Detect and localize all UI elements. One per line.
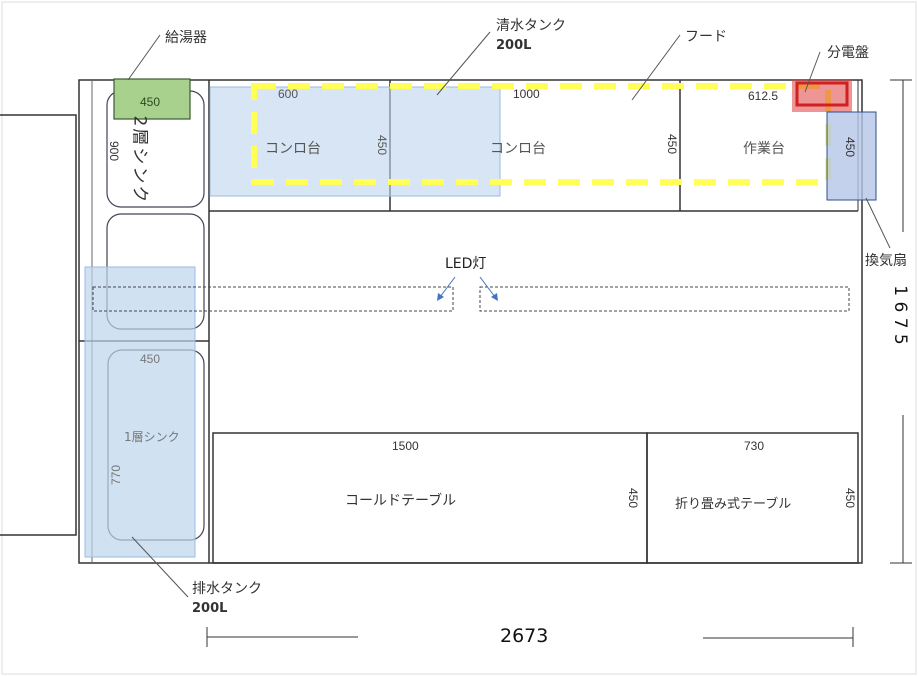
drain-tank [84,266,196,558]
water-heater-label: 給湯器 [165,30,207,46]
leader-clean-tank [436,31,491,96]
stove2-depth: 450 [665,133,680,155]
drain-tank-capacity: 200L [192,601,228,616]
total-depth-dimension: 1 6 7 5 [890,285,910,345]
sink2-name: 2層シンク [129,115,150,205]
water-heater-width: 450 [140,95,161,109]
clean-tank-capacity: 200L [496,38,532,53]
led-arrow-right [479,276,496,298]
sink1-name: 1層シンク [124,430,180,444]
hood-label: フード [685,29,727,45]
led-light-right [479,286,850,312]
worktable-name: 作業台 [743,141,785,157]
drain-tank-label: 排水タンク [192,581,262,597]
led-arrowhead-right [491,293,498,301]
stove2-width: 1000 [513,87,540,101]
folding-table-depth: 450 [843,487,858,509]
distribution-panel-inner [795,81,849,107]
sink2-length: 900 [107,140,122,162]
ventilation-fan [826,111,877,201]
led-arrow-left [439,276,456,298]
leader-drain-tank [131,536,189,598]
cold-table-depth: 450 [626,487,641,509]
stove1-depth: 450 [375,134,390,156]
led-light-left [92,286,454,312]
sink1-width: 450 [140,352,161,366]
folding-table-width: 730 [744,439,765,453]
leader-water-heater [127,34,161,81]
worktable-width: 612.5 [748,89,779,103]
sink1-length: 770 [109,464,124,486]
folding-table-name: 折り畳み式テーブル [675,497,792,512]
fan-label: 換気扇 [865,253,907,269]
leader-hood [631,34,681,101]
stove1-name: コンロ台 [265,141,321,157]
stove1-width: 600 [278,87,299,101]
cold-table-width: 1500 [392,439,419,453]
panel-label: 分電盤 [827,45,869,61]
leader-fan [865,197,891,249]
folding-table-outline [646,432,859,564]
led-arrowhead-left [437,293,444,301]
cold-table-name: コールドテーブル [345,493,457,509]
leader-panel [804,51,821,93]
led-label: LED灯 [445,256,487,272]
left-wall [0,114,77,536]
clean-tank-label: 清水タンク [496,18,566,34]
stove2-name: コンロ台 [490,141,546,157]
clean-water-tank [209,86,501,197]
fan-depth: 450 [843,136,858,158]
total-width-dimension: 2673 [500,625,549,647]
water-heater [113,78,191,120]
